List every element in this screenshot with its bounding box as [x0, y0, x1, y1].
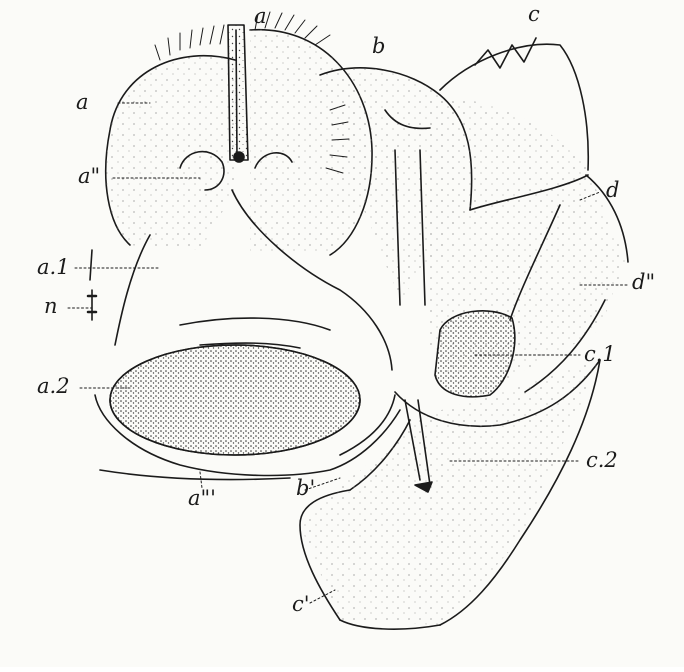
label-a1: a.1 — [37, 257, 70, 278]
label-n: n — [44, 296, 58, 317]
inner-pad — [435, 311, 515, 397]
label-a-triple-prime: a"' — [188, 488, 216, 509]
left-lobe-fill — [106, 56, 235, 250]
label-a: a — [76, 92, 89, 113]
label-c: c — [528, 4, 540, 25]
label-c1: c.1 — [584, 344, 616, 365]
label-c2: c.2 — [586, 450, 618, 471]
label-b-prime: b' — [296, 478, 315, 499]
label-d: d — [606, 180, 619, 201]
label-b: b — [372, 36, 385, 57]
label-a-double-prime: a" — [78, 166, 100, 187]
label-c-prime: c' — [292, 594, 310, 615]
label-a2: a.2 — [37, 376, 70, 397]
label-a-top: a — [254, 6, 267, 27]
label-d-double-prime: d" — [632, 272, 655, 293]
midline-structure — [228, 25, 248, 160]
